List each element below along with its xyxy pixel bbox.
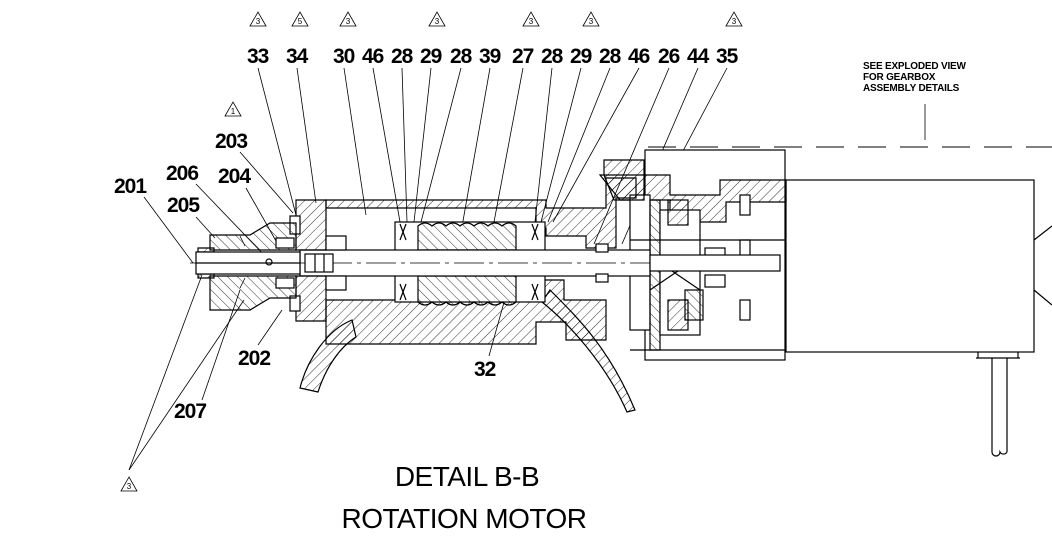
callout-207: 207 <box>174 400 206 423</box>
revision-triangle: 3 <box>522 11 540 27</box>
gearbox-note: SEE EXPLODED VIEW FOR GEARBOX ASSEMBLY D… <box>863 61 967 140</box>
svg-text:3: 3 <box>732 17 737 26</box>
title-line-1: DETAIL B-B <box>395 461 539 492</box>
callout-30: 30 <box>333 45 355 68</box>
svg-text:5: 5 <box>298 17 303 26</box>
svg-text:3: 3 <box>127 482 132 491</box>
motor-lead <box>976 352 1020 457</box>
callout-32: 32 <box>474 358 496 381</box>
callout-204: 204 <box>218 165 251 188</box>
detail-title: DETAIL B-B ROTATION MOTOR <box>342 461 588 534</box>
output-shaft <box>190 243 781 283</box>
callout-28: 28 <box>391 45 414 68</box>
note-line-2: FOR GEARBOX <box>863 72 936 83</box>
revision-triangle: 3 <box>725 11 743 27</box>
callout-33: 33 <box>247 45 269 68</box>
callout-29: 29 <box>570 45 592 68</box>
revision-triangle: 3 <box>339 11 357 27</box>
callout-28: 28 <box>599 45 622 68</box>
revision-markers-top: 3 5 3 3 3 3 3 <box>249 11 743 27</box>
callout-201: 201 <box>114 175 147 198</box>
left-callouts: 203 206 204 201 205 <box>114 130 252 217</box>
svg-text:3: 3 <box>256 17 261 26</box>
callout-203: 203 <box>215 130 247 153</box>
nose-assembly <box>195 222 301 311</box>
callout-202: 202 <box>238 347 270 370</box>
motor-body <box>785 179 1035 353</box>
callout-46: 46 <box>362 45 384 68</box>
revision-triangle-left: 1 <box>224 101 242 117</box>
callout-35: 35 <box>716 45 739 68</box>
callout-28: 28 <box>450 45 473 68</box>
callout-46: 46 <box>628 45 650 68</box>
callout-205: 205 <box>167 194 200 217</box>
svg-text:3: 3 <box>435 17 440 26</box>
callout-27: 27 <box>512 45 534 68</box>
callout-44: 44 <box>687 45 710 68</box>
section-view <box>190 146 1052 457</box>
svg-text:3: 3 <box>589 17 594 26</box>
revision-triangle: 5 <box>291 11 309 27</box>
bottom-callouts: 202 207 32 <box>174 347 497 423</box>
handle-grip <box>299 319 357 393</box>
callout-206: 206 <box>166 162 198 185</box>
revision-triangle: 3 <box>428 11 446 27</box>
revision-triangle: 3 <box>582 11 600 27</box>
svg-text:3: 3 <box>529 17 534 26</box>
note-line-1: SEE EXPLODED VIEW <box>863 61 966 72</box>
callout-34: 34 <box>286 45 309 68</box>
callout-39: 39 <box>479 45 501 68</box>
callout-26: 26 <box>658 45 680 68</box>
callout-29: 29 <box>420 45 442 68</box>
revision-triangle: 3 <box>249 11 267 27</box>
svg-text:3: 3 <box>346 17 351 26</box>
title-line-2: ROTATION MOTOR <box>342 503 587 534</box>
svg-text:1: 1 <box>231 107 236 116</box>
callout-28: 28 <box>541 45 564 68</box>
revision-triangle-bottom: 3 <box>120 476 138 492</box>
top-callouts: 33 34 30 46 28 29 28 39 27 28 29 28 46 2… <box>247 45 740 68</box>
note-line-3: ASSEMBLY DETAILS <box>863 83 960 94</box>
